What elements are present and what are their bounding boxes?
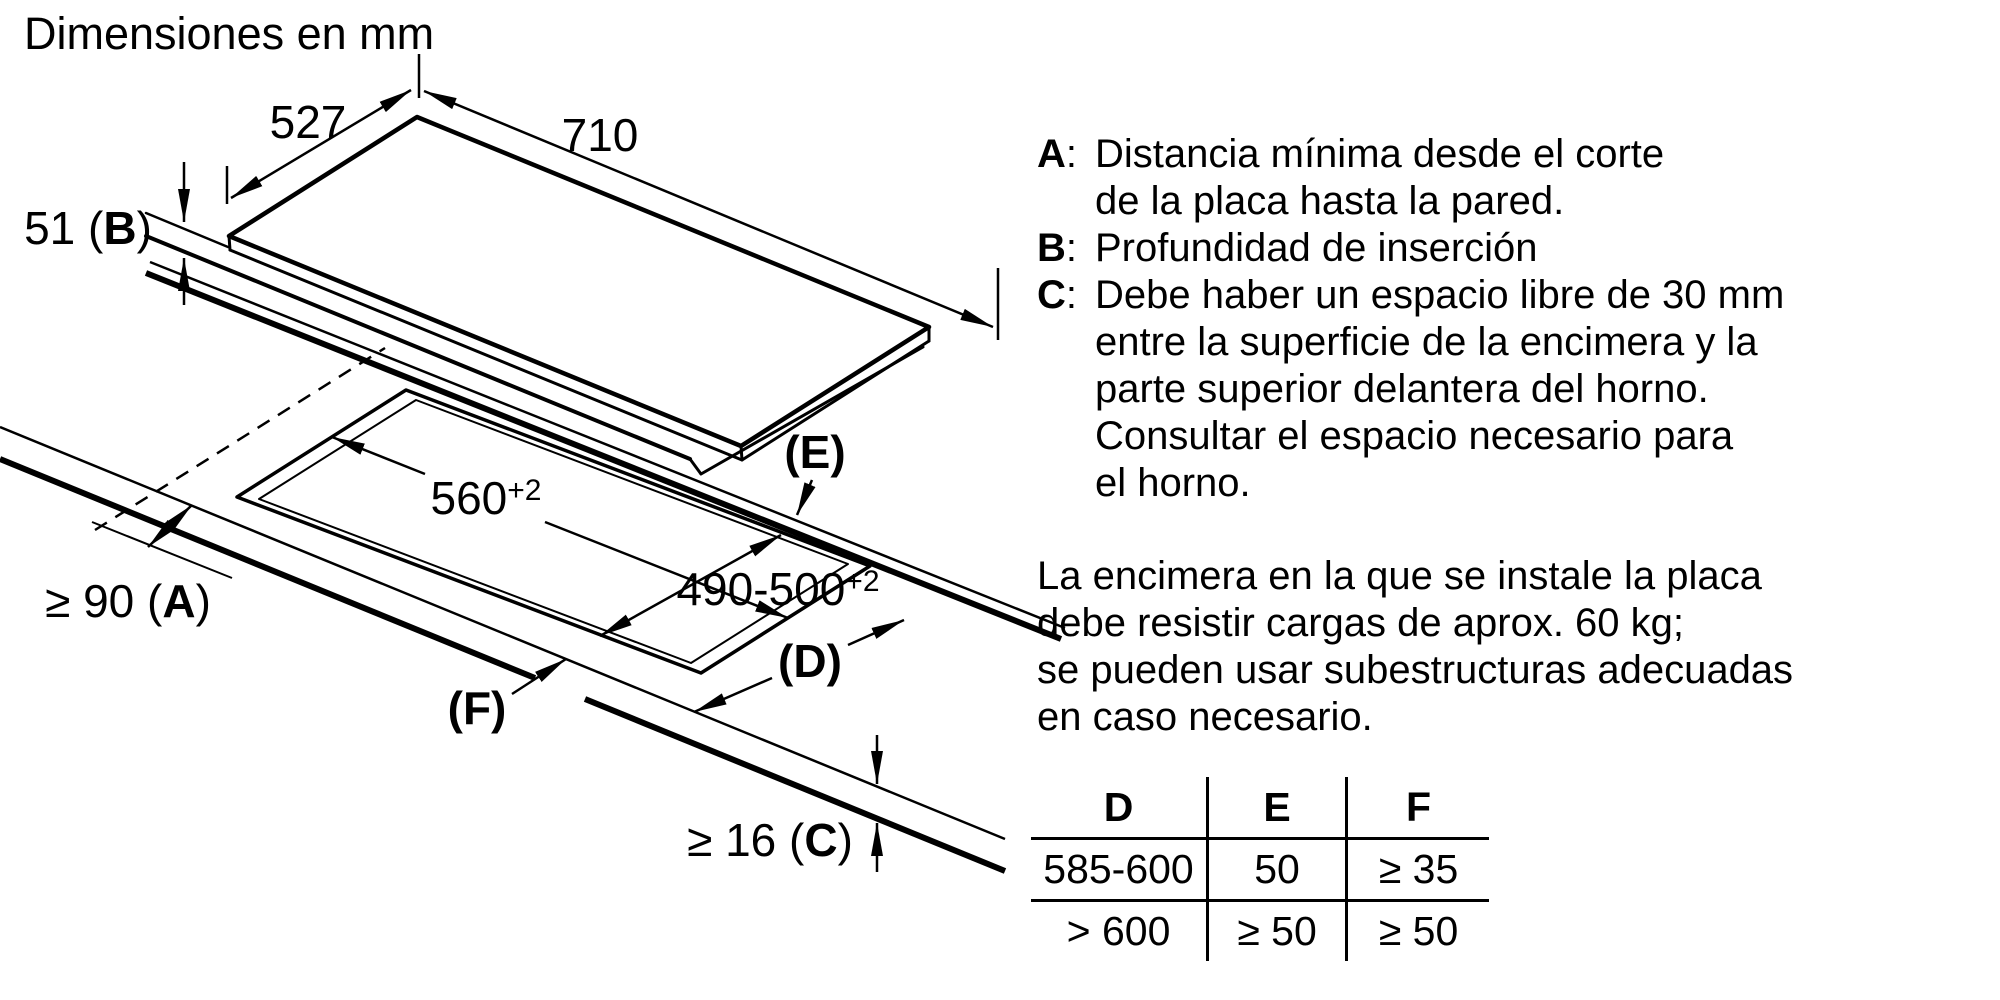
dim-top-depth-527: 527 <box>269 96 347 148</box>
dim-insert-depth-51B: 51 (B) <box>24 202 152 254</box>
table-header-D: D <box>1031 777 1209 840</box>
table-cell: ≥ 50 <box>1378 908 1459 954</box>
dim-cutout-width-560: 560+2 <box>430 472 542 524</box>
dim-wall-distance-A: ≥ 90 (A) <box>45 575 211 627</box>
table-cell: > 600 <box>1031 902 1209 961</box>
legend-letter: C: <box>1037 273 1078 317</box>
table-cell: ≥ 50 <box>1209 902 1348 961</box>
table-cell: 50 <box>1209 840 1348 902</box>
table-cell: ≥ 35 <box>1348 840 1489 902</box>
dim-cutout-depth-490-500: 490-500+2 <box>676 563 880 615</box>
legend-item-B: B: Profundidad de inserción <box>1037 225 1784 272</box>
label-D: (D) <box>778 635 842 687</box>
diagram-title: Dimensiones en mm <box>24 8 435 59</box>
note-line: se pueden usar subestructuras adecuadas <box>1037 648 1794 692</box>
dim-top-width-710: 710 <box>561 109 639 161</box>
legend-text: Profundidad de inserción <box>1095 226 1538 270</box>
note-line: en caso necesario. <box>1037 695 1373 739</box>
table-cell: 585-600 <box>1031 840 1209 902</box>
legend-letter: A: <box>1037 132 1078 176</box>
legend-letter: B: <box>1037 226 1078 270</box>
label-E: (E) <box>784 426 846 478</box>
note-paragraph: La encimera en la que se instale la plac… <box>1037 553 1793 741</box>
table-header-E: E <box>1209 777 1348 840</box>
table-header-F: F <box>1348 777 1489 840</box>
note-line: La encimera en la que se instale la plac… <box>1037 554 1762 598</box>
label-F: (F) <box>447 682 507 734</box>
dim-worktop-thickness-C: ≥ 16 (C) <box>687 814 853 866</box>
note-line: debe resistir cargas de aprox. 60 kg; <box>1037 601 1685 645</box>
